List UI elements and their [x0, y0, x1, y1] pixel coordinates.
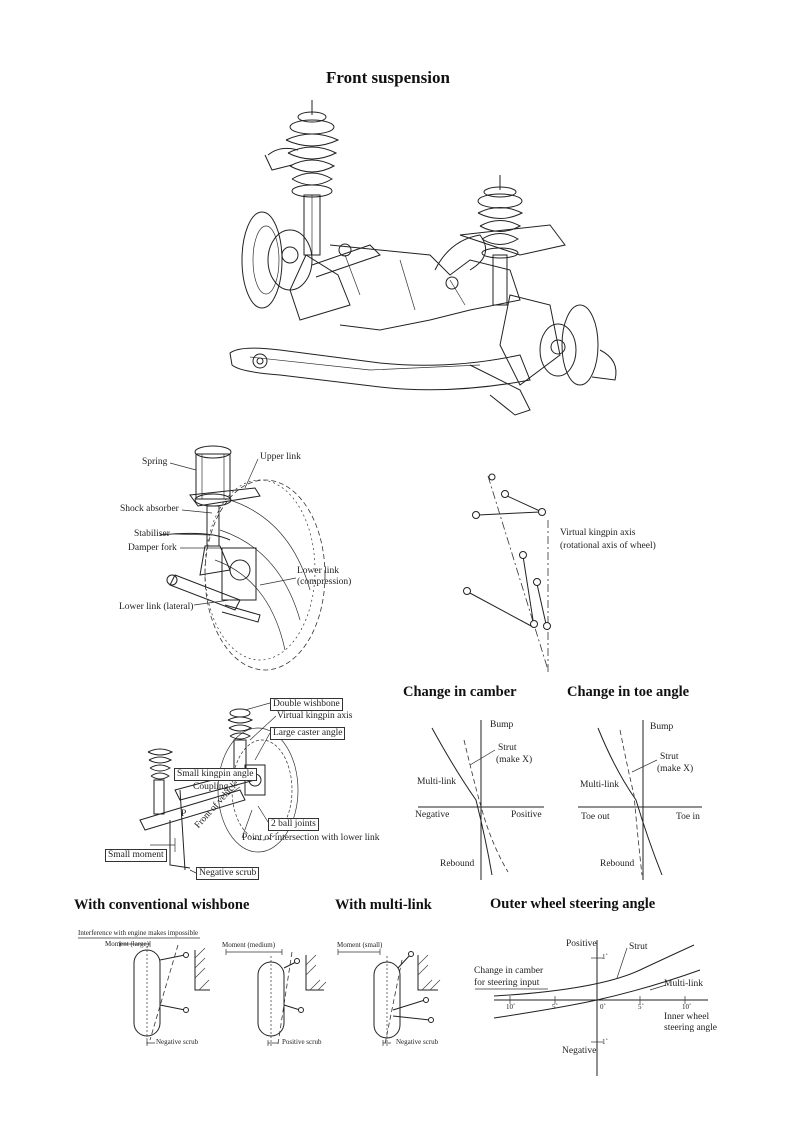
- page-title: Front suspension: [326, 68, 450, 87]
- label-lower-link-lateral: Lower link (lateral): [119, 602, 194, 612]
- steering-inner-wheel: Inner wheel: [664, 1012, 710, 1022]
- component-illustration: [110, 440, 360, 690]
- label-lower-link-compression: Lower link (compression): [297, 566, 352, 587]
- steering-negative: Negative: [562, 1046, 597, 1056]
- wishbone-heading: With conventional wishbone: [74, 897, 250, 913]
- label-coupling: Coupling: [193, 782, 229, 792]
- camber-heading: Change in camber: [403, 684, 517, 700]
- camber-bump: Bump: [490, 720, 514, 730]
- multilink-heading: With multi-link: [335, 897, 432, 913]
- steering-tick-10-right: 10˚: [682, 1003, 692, 1011]
- toe-out: Toe out: [581, 812, 610, 822]
- steering-tick-1-down: 1˚: [602, 1038, 608, 1046]
- label-moment-small: Moment (small): [337, 941, 383, 949]
- toe-strut: Strut: [660, 752, 679, 762]
- steering-tick-1-up: 1˚: [602, 953, 608, 961]
- label-small-moment: Small moment: [105, 849, 167, 862]
- label-small-kingpin: Small kingpin angle: [174, 768, 257, 781]
- label-intersection: Point of intersection with lower link: [242, 833, 380, 843]
- label-interference: Interference with engine makes impossibl…: [78, 929, 199, 937]
- label-negative-scrub: Negative scrub: [196, 867, 260, 880]
- label-moment-medium: Moment (medium): [222, 941, 276, 949]
- label-shock-absorber: Shock absorber: [120, 504, 179, 514]
- steering-tick-10-left: 10˚: [506, 1003, 516, 1011]
- label-p: P: [181, 809, 187, 819]
- steering-multi-link: Multi-link: [664, 979, 704, 989]
- label-rotational-axis: (rotational axis of wheel): [560, 541, 656, 551]
- steering-camber-change: Change in camber: [474, 966, 544, 976]
- camber-strut: Strut: [498, 743, 517, 753]
- label-negative-scrub-1: Negative scrub: [156, 1038, 199, 1046]
- label-negative-scrub-2: Negative scrub: [396, 1038, 439, 1046]
- camber-make-x: (make X): [496, 755, 533, 765]
- camber-multi-link: Multi-link: [417, 777, 457, 787]
- toe-multi-link: Multi-link: [580, 780, 620, 790]
- toe-in: Toe in: [676, 812, 700, 822]
- toe-bump: Bump: [650, 722, 674, 732]
- label-two-ball-joints: 2 ball joints: [268, 818, 319, 831]
- label-damper-fork: Damper fork: [128, 543, 177, 553]
- steering-strut: Strut: [629, 942, 648, 952]
- label-positive-scrub: Positive scrub: [282, 1038, 322, 1046]
- front-suspension-illustration: [220, 95, 640, 425]
- toe-make-x: (make X): [657, 764, 694, 774]
- label-large-caster: Large caster angle: [270, 727, 346, 740]
- steering-inner-angle: steering angle: [664, 1023, 718, 1033]
- label-spring: Spring: [142, 457, 168, 467]
- toe-rebound: Rebound: [600, 859, 635, 869]
- steering-heading: Outer wheel steering angle: [490, 896, 656, 912]
- label-virtual-kingpin: Virtual kingpin axis: [277, 711, 353, 721]
- camber-negative: Negative: [415, 810, 450, 820]
- camber-positive: Positive: [511, 810, 542, 820]
- label-stabiliser: Stabiliser: [134, 529, 170, 539]
- steering-tick-5-left: 5˚: [552, 1003, 558, 1011]
- steering-for-input: for steering input: [474, 978, 540, 988]
- toe-heading: Change in toe angle: [567, 684, 690, 700]
- label-moment-large: Moment (large): [105, 940, 149, 948]
- label-virtual-kingpin-axis: Virtual kingpin axis: [560, 528, 636, 538]
- label-double-wishbone: Double wishbone: [270, 698, 343, 711]
- label-upper-link: Upper link: [260, 452, 301, 462]
- camber-rebound: Rebound: [440, 859, 475, 869]
- steering-tick-0: 0˚: [600, 1003, 606, 1011]
- steering-tick-5-right: 5˚: [638, 1003, 644, 1011]
- steering-positive: Positive: [566, 939, 597, 949]
